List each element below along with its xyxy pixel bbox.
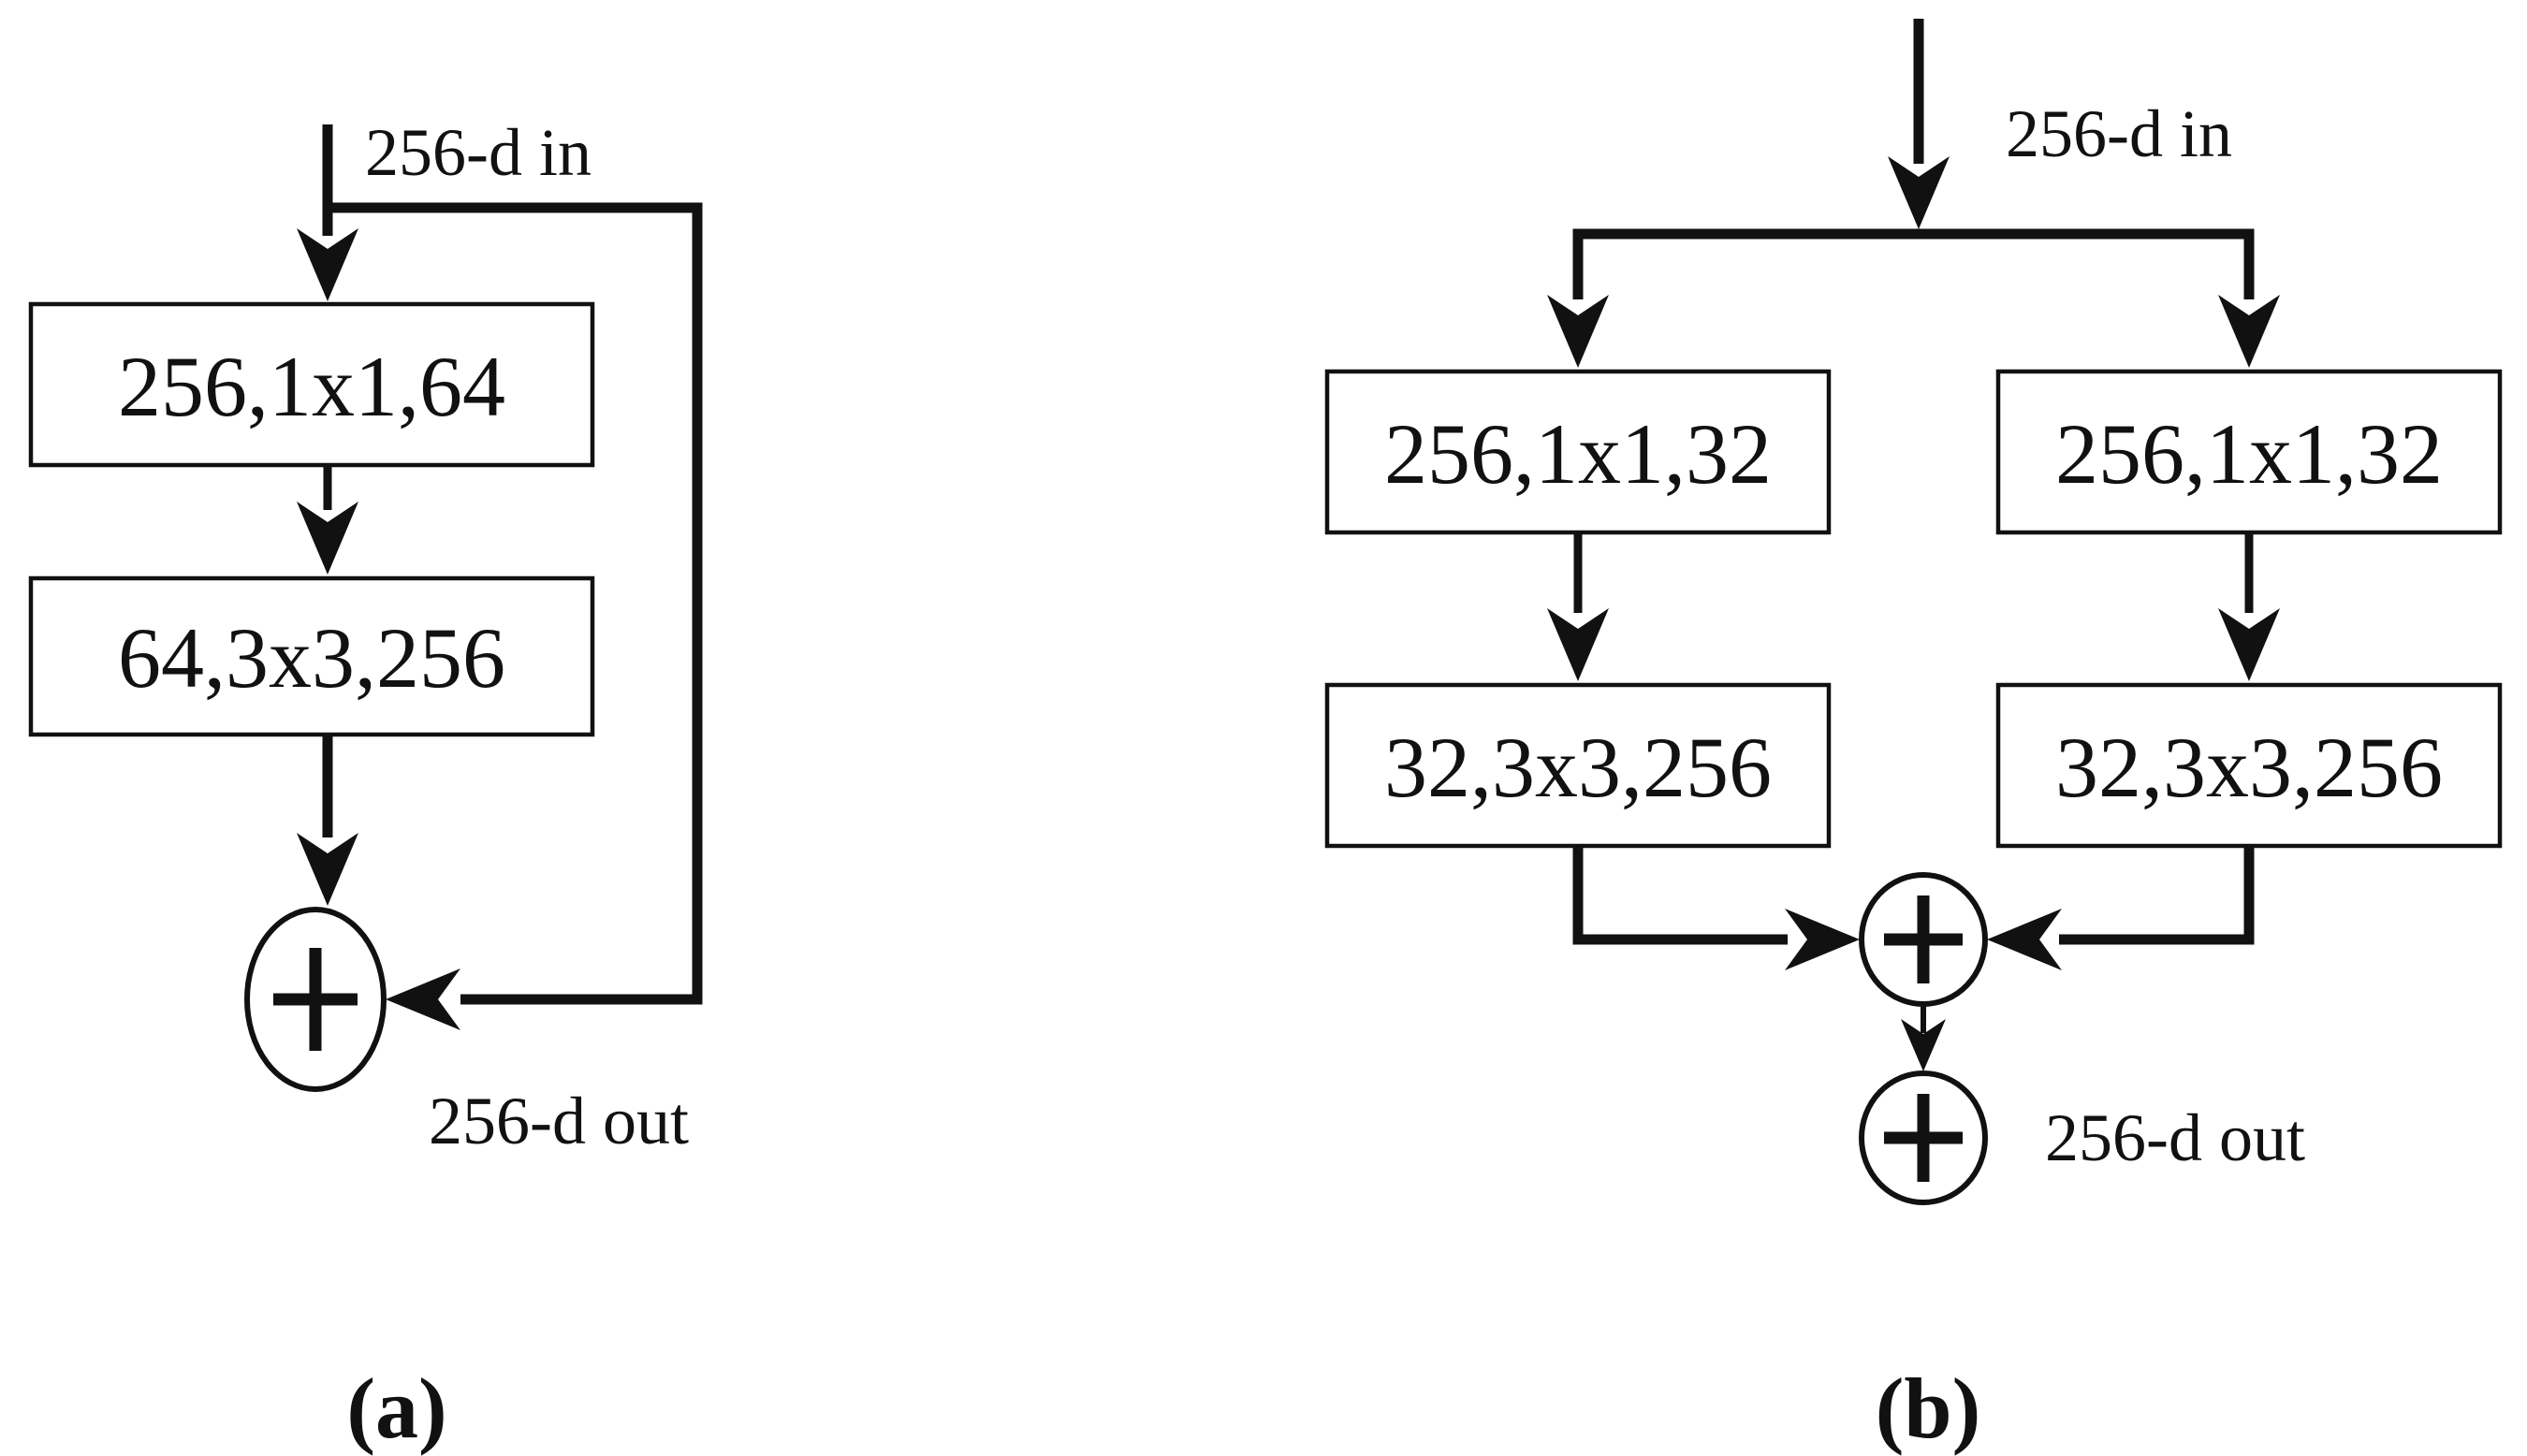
panel-a-conv-box-2-label: 64,3x3,256 [118, 610, 505, 706]
panel-b-right-converge-line [2059, 846, 2255, 945]
panel-b-right-conv-box-2-label: 32,3x3,256 [2055, 720, 2443, 815]
panel-b-plus-icon-1 [1884, 895, 1963, 983]
panel-b-input-label: 256-d in [2006, 96, 2232, 171]
panel-b-left-conv-box-1-label: 256,1x1,32 [1384, 406, 1772, 502]
panel-b-plus-icon-2 [1884, 1094, 1963, 1182]
panel-b-left-branch-arrowhead-icon [1547, 295, 1609, 368]
panel-b-left-arrowhead-icon [1547, 608, 1609, 681]
panel-a-skip-connection-line [328, 202, 703, 1005]
panel-b-left-converge-line [1572, 846, 1788, 945]
panel-a-conv-box-1 [28, 301, 595, 468]
panel-a-caption: (a) [346, 1361, 446, 1456]
panel-a-conv-box-2 [28, 575, 595, 737]
panel-b-right-conv-box-1-label: 256,1x1,32 [2055, 406, 2443, 502]
panel-b-output-label: 256-d out [2045, 1100, 2305, 1175]
panel-b-left-conv-box-2-label: 32,3x3,256 [1384, 720, 1772, 815]
panel-a-plus-icon [273, 948, 358, 1051]
panel-a-input-label: 256-d in [365, 115, 592, 190]
panel-b-right-conv-box-1 [1995, 369, 2503, 535]
panel-a-skip-arrowhead-icon [386, 968, 460, 1030]
panel-b-right-converge-arrowhead-icon [1987, 909, 2062, 970]
panel-a-output-label: 256-d out [429, 1084, 689, 1158]
panel-a-arrowhead-1-icon [297, 502, 358, 575]
panel-b-right-arrowhead-icon [2218, 608, 2280, 681]
panel-a-conv-box-1-label: 256,1x1,64 [118, 339, 505, 434]
panel-b-sum-link-arrowhead-icon [1901, 1019, 1946, 1071]
panel-a-arrowhead-2-icon [297, 833, 358, 906]
panel-b-left-converge-arrowhead-icon [1785, 909, 1860, 970]
panel-a: 256-d in 256,1x1,64 64,3x3,256 256-d out… [28, 115, 703, 1456]
panel-b-right-branch-arrowhead-icon [2218, 295, 2280, 368]
panel-b-caption: (b) [1876, 1361, 1980, 1456]
panel-b: 256-d in 256,1x1,32 256,1x1,32 32,3x3,25… [1324, 19, 2503, 1456]
panel-a-input-arrowhead-icon [297, 228, 358, 301]
panel-b-input-arrowhead-icon [1888, 156, 1950, 229]
panel-b-split-line [1572, 228, 2255, 299]
